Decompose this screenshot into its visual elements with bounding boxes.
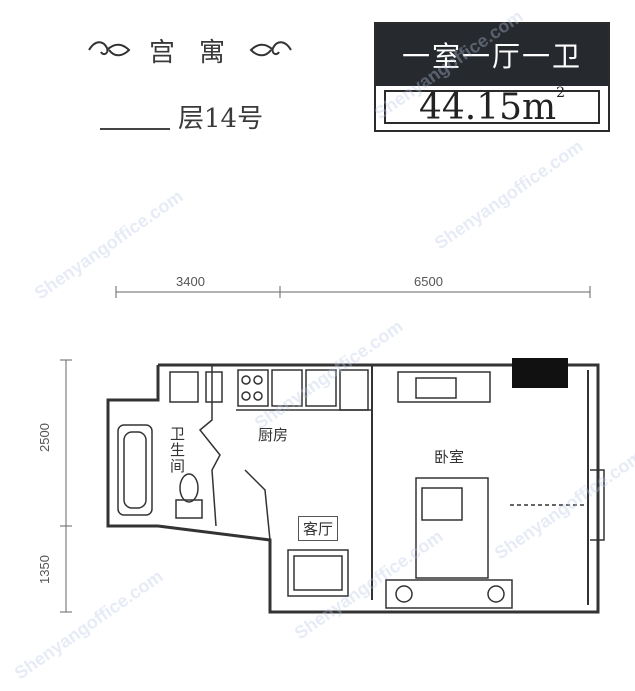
floor-blank-line xyxy=(100,128,170,130)
room-bathroom-char: 卫 xyxy=(170,425,186,443)
bedroom-furniture xyxy=(385,371,605,609)
watermark-text: Shenyangoffice.com xyxy=(291,526,447,643)
unit-area-value: 44.15m xyxy=(418,86,557,128)
title-char-2: 寓 xyxy=(199,37,232,68)
interior-walls xyxy=(169,365,372,541)
room-bathroom-char: 间 xyxy=(170,457,186,475)
room-living: 客厅 xyxy=(298,516,339,541)
title-char-1: 宫 xyxy=(148,37,181,68)
watermark-text: Shenyangoffice.com xyxy=(251,316,407,433)
dimension-top-1: 3400 xyxy=(176,274,205,289)
watermark-text: Shenyangoffice.com xyxy=(371,6,527,123)
ornament-right-icon xyxy=(249,41,292,57)
watermark-text: Shenyangoffice.com xyxy=(431,136,587,253)
room-bathroom-char: 生 xyxy=(170,441,186,459)
top-dimension-line xyxy=(115,286,591,298)
dimension-left-2: 1350 xyxy=(36,555,52,584)
left-dimension-line xyxy=(60,359,72,613)
room-kitchen: 厨房 xyxy=(258,426,289,444)
watermark-text: Shenyangoffice.com xyxy=(11,566,167,683)
watermark-text: Shenyangoffice.com xyxy=(31,186,187,303)
room-bedroom: 卧室 xyxy=(434,448,465,466)
building-title: 宫 寓 xyxy=(70,30,310,70)
ornament-left-icon xyxy=(88,41,131,57)
room-bathroom: 卫 生 间 xyxy=(170,426,186,474)
dimension-left-1: 2500 xyxy=(36,423,52,452)
watermark: Shenyangoffice.com Shenyangoffice.com Sh… xyxy=(11,6,635,683)
shaft-block xyxy=(512,358,568,388)
dimension-top-2: 6500 xyxy=(414,274,443,289)
unit-layout: 一室一厅一卫 xyxy=(376,24,608,86)
bathroom-fixtures xyxy=(117,424,203,519)
floor-label: 层14号 xyxy=(178,104,264,134)
sofa xyxy=(287,549,349,597)
unit-area-sup: 2 xyxy=(556,85,566,101)
